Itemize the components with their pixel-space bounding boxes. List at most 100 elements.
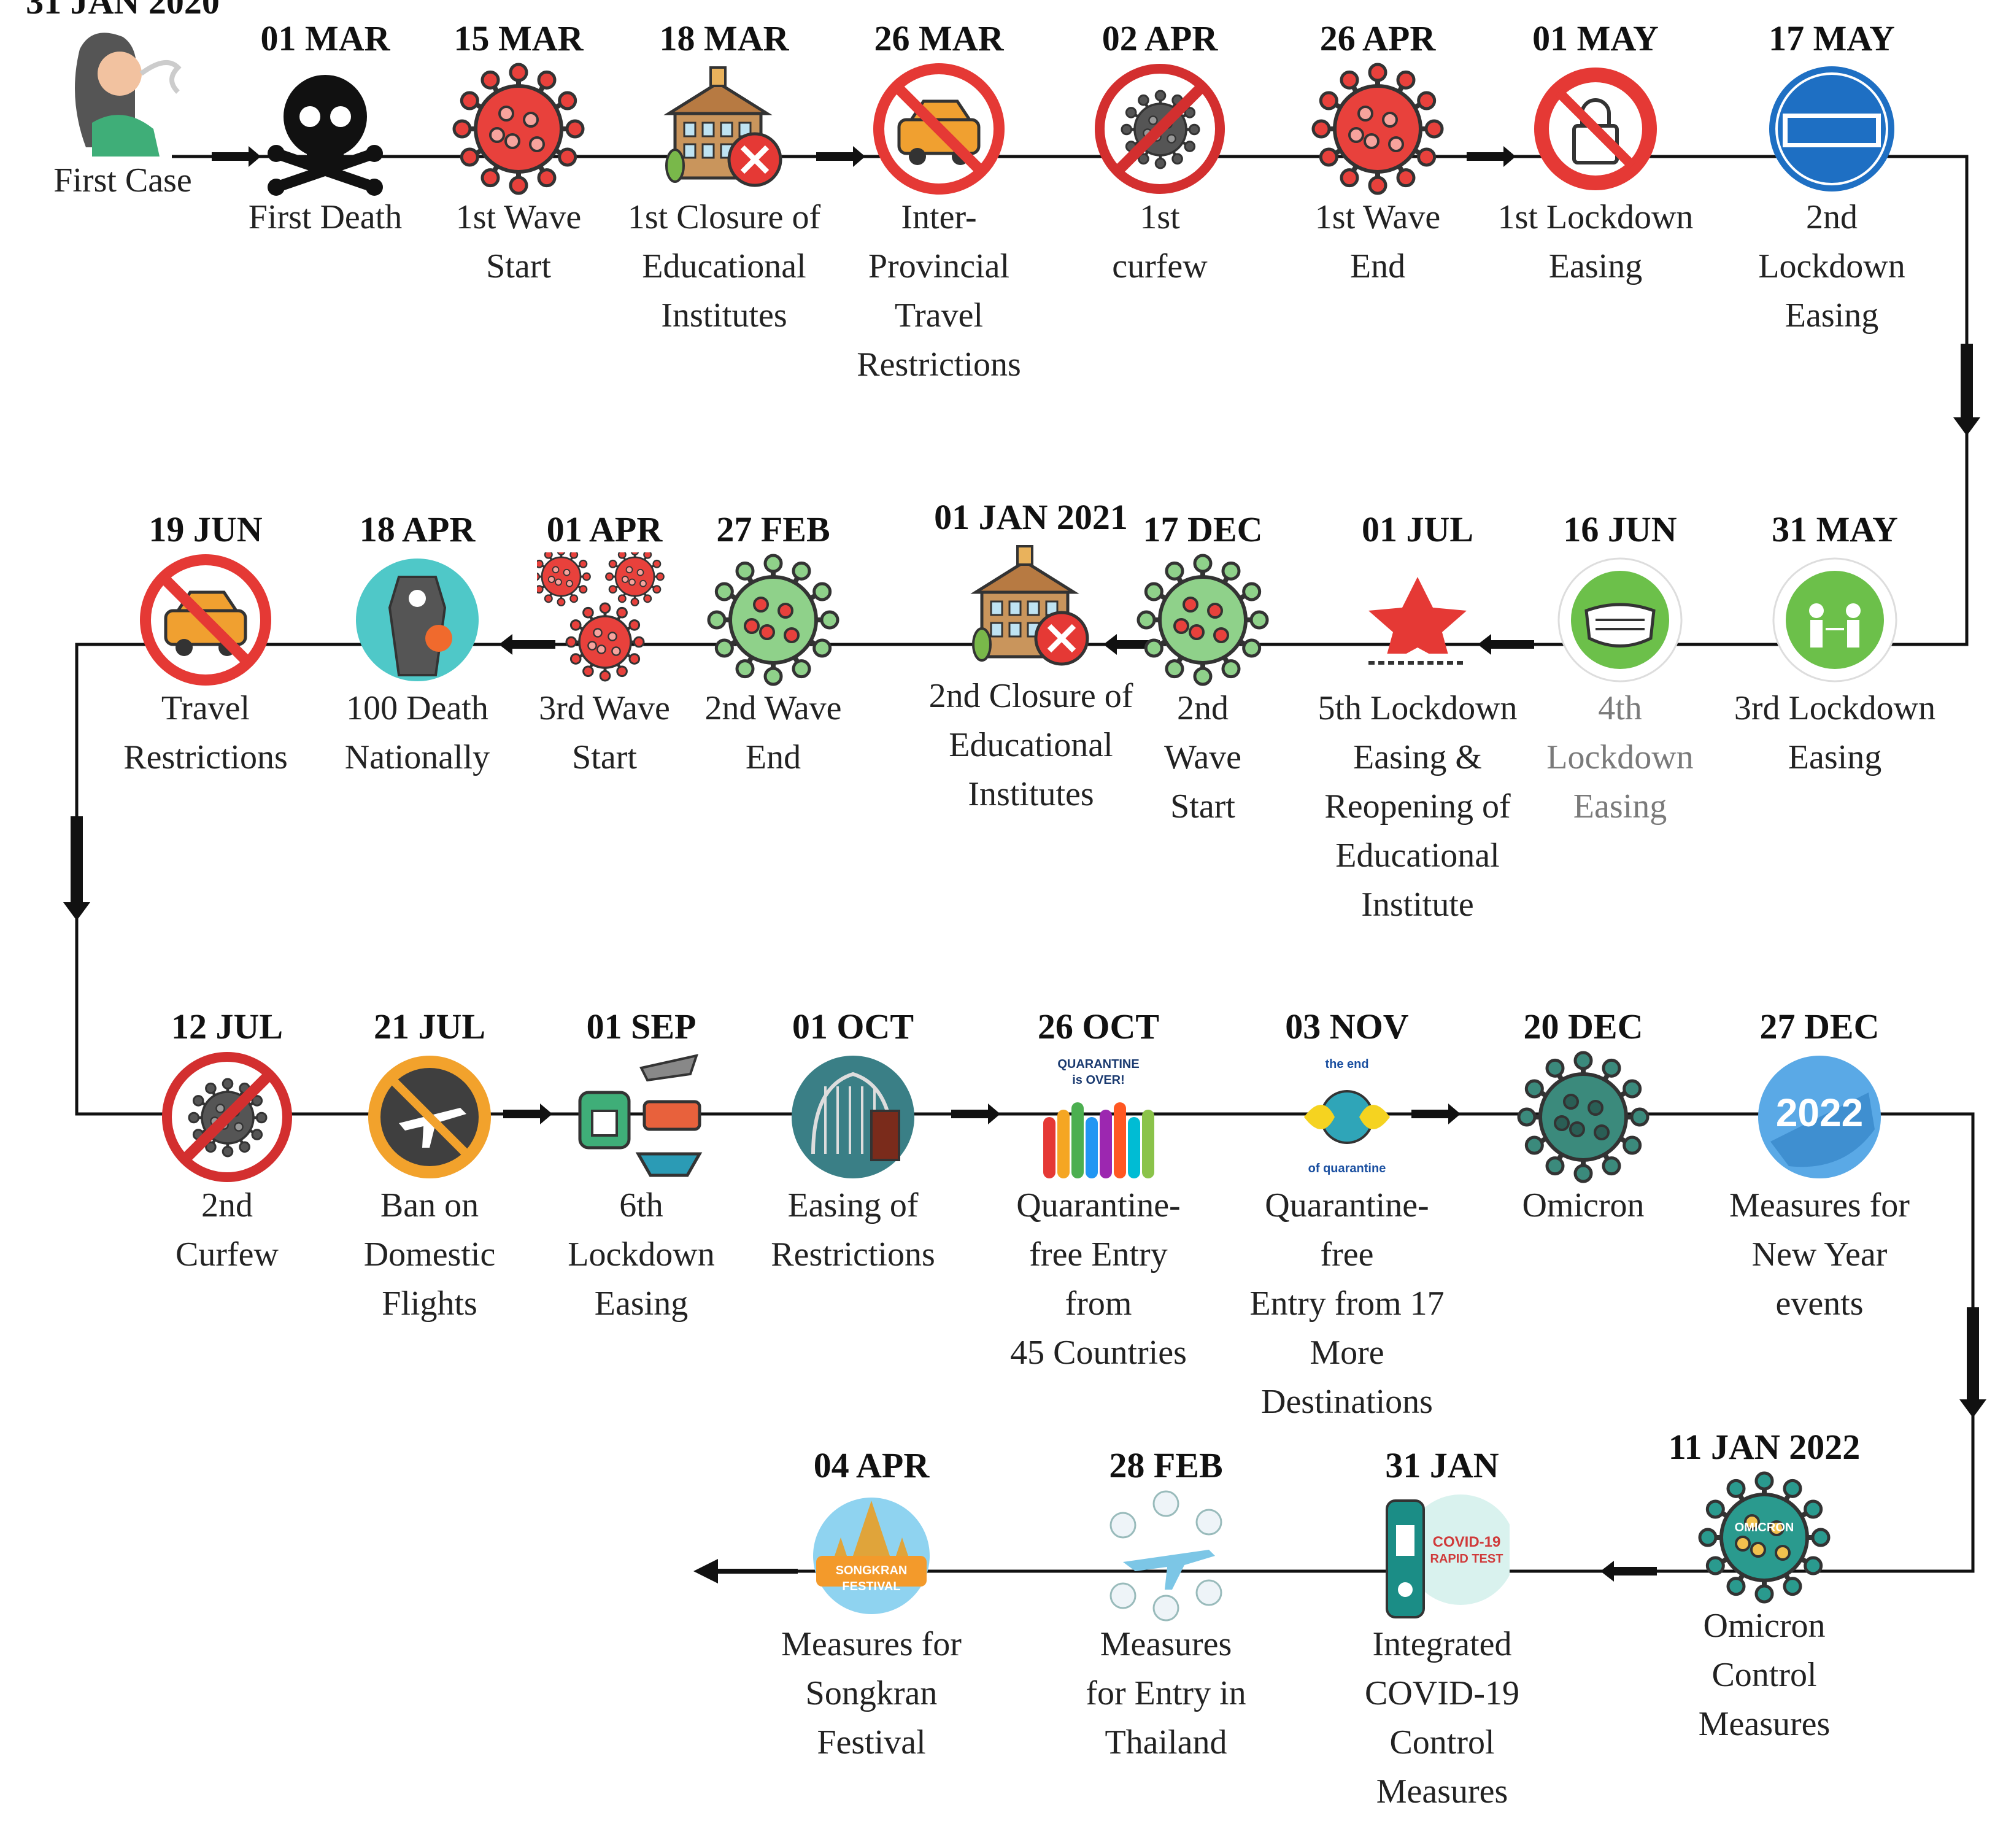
- event-label-line: Start: [572, 738, 637, 776]
- event-label-line: 3rd Lockdown: [1734, 689, 1936, 727]
- virus-red-icon: [1311, 63, 1444, 195]
- event-date: 15 MAR: [453, 18, 584, 58]
- event-label-line: 2nd Wave: [704, 689, 842, 727]
- event-label-line: 2nd: [1806, 198, 1858, 236]
- event-label-line: Inter-: [901, 198, 977, 236]
- event-date: 01 JAN 2021: [934, 497, 1128, 537]
- event-label-line: Omicron: [1522, 1186, 1645, 1224]
- icon-text: RAPID TEST: [1430, 1552, 1503, 1566]
- event-date: 31 MAY: [1772, 509, 1898, 549]
- smoking-woman-icon: [75, 33, 182, 157]
- event-label-line: End: [1349, 247, 1406, 285]
- event-label-line: Educational: [1335, 837, 1500, 875]
- event-label-line: 2nd Closure of: [928, 677, 1133, 715]
- event-label-line: Control: [1711, 1656, 1817, 1694]
- event-date: 27 DEC: [1759, 1007, 1880, 1046]
- arrow-end: [693, 1559, 798, 1583]
- event-label-line: Destinations: [1261, 1383, 1433, 1421]
- no-car-icon: [140, 554, 271, 686]
- event-label-line: Easing: [1573, 787, 1667, 825]
- coffin-icon: [356, 559, 479, 681]
- arrow-row2-b: [1103, 634, 1160, 655]
- event-label-line: events: [1775, 1285, 1864, 1323]
- event-label-line: 3rd Wave: [539, 689, 670, 727]
- year-2022-icon: 2022: [1758, 1056, 1881, 1178]
- event-label-line: 1st Lockdown: [1497, 198, 1694, 236]
- event-date: 03 NOV: [1285, 1007, 1409, 1046]
- event-label-line: Reopening of: [1324, 787, 1511, 825]
- event-label-line: Institutes: [661, 296, 787, 334]
- event-label-line: Start: [1170, 787, 1235, 825]
- event-label-line: 2nd: [201, 1186, 253, 1224]
- event-label-line: 2nd: [1177, 689, 1229, 727]
- event-label-line: curfew: [1112, 247, 1208, 285]
- mask-open-badge-icon: [1557, 557, 1683, 682]
- arrow-row2-a: [1478, 634, 1534, 655]
- virus-green-icon: [707, 554, 839, 686]
- omicron-virus-icon: [1517, 1051, 1650, 1183]
- open-again-sign-icon: [1769, 66, 1894, 191]
- event-label-line: Easing: [1788, 738, 1882, 776]
- event-label-line: Flights: [382, 1285, 477, 1323]
- arrow-row3-a: [503, 1104, 552, 1124]
- event-label: First Death: [221, 193, 430, 242]
- event-date: 26 OCT: [1037, 1007, 1160, 1046]
- event-label-line: New Year: [1751, 1235, 1888, 1274]
- event-label-line: Easing: [1548, 247, 1643, 285]
- distance-open-badge-icon: [1772, 557, 1897, 682]
- arrow-down-2: [63, 816, 90, 921]
- event-label-line: Quarantine-free: [1265, 1186, 1429, 1274]
- event-date: 01 JUL: [1361, 509, 1474, 549]
- event-label-line: Omicron: [1703, 1607, 1826, 1645]
- event-label: 1st curfew: [1055, 193, 1264, 291]
- event-date: 02 APR: [1102, 18, 1218, 58]
- virus-red-icon: [452, 63, 585, 195]
- event-label-line: 100 Death: [346, 689, 488, 727]
- event-label-line: Lockdown: [1546, 738, 1694, 776]
- event-date: 21 JUL: [373, 1007, 486, 1046]
- school-closed-icon: [970, 545, 1089, 666]
- event-label-line: Institutes: [968, 775, 1094, 813]
- event-label-line: 1st: [1140, 198, 1180, 236]
- event-date: 26 APR: [1319, 18, 1436, 58]
- connector-row-4: [706, 1381, 1975, 1573]
- icon-text: COVID-19: [1433, 1534, 1501, 1550]
- arrow-down-1: [1953, 344, 1980, 436]
- event-date: 17 DEC: [1143, 509, 1263, 549]
- event-label-line: Educational: [642, 247, 806, 285]
